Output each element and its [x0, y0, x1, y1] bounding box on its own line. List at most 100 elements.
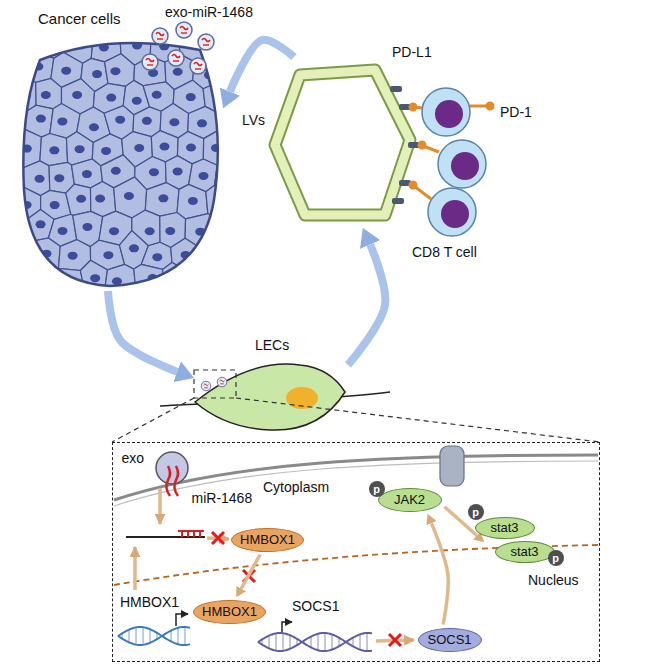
exo-vesicle: [166, 466, 178, 496]
dna-helix: [262, 639, 263, 644]
phospho-badge: p: [468, 504, 484, 520]
lec-cell: [160, 364, 390, 430]
cancer-voronoi: [211, 144, 221, 152]
dna-helix: [118, 627, 190, 645]
dna-helix: [258, 633, 372, 651]
cd8-t-cells: [451, 152, 479, 180]
dna-helix: [360, 634, 361, 649]
dna-helix: [164, 635, 165, 638]
lymphatic-vessel: [275, 70, 410, 215]
node-label: SOCS1: [427, 632, 471, 647]
cancer-voronoi: [11, 45, 21, 53]
node-label: stat3: [490, 520, 518, 535]
cancer-voronoi: [204, 233, 232, 266]
cancer-voronoi: [163, 262, 191, 296]
cancer-voronoi: [36, 279, 46, 287]
pathway-arrows: [158, 488, 162, 524]
dna-helix: [171, 631, 172, 642]
dna-helix: [353, 638, 354, 647]
protein-oval: HMBOX1: [231, 528, 304, 552]
cd8-t-cells: [441, 200, 469, 228]
cancer-voronoi: [10, 266, 56, 296]
dna-helix: [129, 630, 130, 643]
flow-arrow: [230, 40, 294, 92]
mrna: [126, 531, 205, 537]
protein-oval: SOCS1: [418, 628, 482, 652]
flow-arrow: [108, 291, 177, 372]
dna-helix: [178, 628, 179, 644]
cancer-voronoi: [82, 170, 92, 178]
dna-helix: [122, 633, 123, 638]
node-label: stat3: [510, 544, 538, 559]
node-label: exo: [122, 450, 145, 466]
cd8-t-cells: [438, 140, 486, 188]
cd8-t-cells: [435, 100, 463, 128]
cancer-voronoi: [41, 91, 51, 99]
phospho-badge: p: [548, 550, 564, 566]
cancer-voronoi: [225, 65, 235, 73]
cancer-voronoi: [188, 197, 198, 205]
annotation-label: exo-miR-1468: [165, 4, 253, 20]
flow-arrow: [348, 245, 385, 365]
cancer-voronoi: [228, 116, 238, 124]
gene-arrows: [282, 622, 292, 632]
cancer-voronoi: [134, 144, 144, 152]
cancer-voronoi: [40, 134, 68, 166]
mrna: [178, 531, 204, 537]
zoom-lines: [112, 370, 600, 442]
block-marks: [389, 634, 401, 646]
flow-arrow: [241, 555, 260, 589]
dna-helix: [185, 627, 186, 645]
pathway-arrows: [133, 547, 137, 590]
exosome-vesicles: [168, 50, 184, 66]
cancer-voronoi: [169, 118, 179, 126]
zoom-lines: [236, 398, 600, 442]
cancer-voronoi: [42, 38, 52, 46]
cancer-voronoi: [228, 225, 238, 233]
cancer-cells: [10, 30, 238, 296]
cancer-voronoi: [124, 192, 134, 200]
cancer-voronoi: [109, 227, 119, 235]
cancer-voronoi: [198, 172, 208, 180]
protein-oval: stat3p: [495, 541, 555, 563]
cancer-voronoi: [90, 274, 100, 282]
node-label: Cytoplasm: [263, 479, 329, 495]
cancer-voronoi: [72, 91, 82, 99]
cd8-t-cells: [422, 88, 470, 136]
cancer-voronoi: [90, 181, 115, 216]
protein-oval: HMBOX1: [193, 600, 266, 624]
zoom-box: CytoplasmexomiR-1468HMBOX1HMBOX1SOCS1pJA…: [112, 442, 600, 662]
lec-cell: [217, 377, 227, 387]
dna-helix: [367, 633, 368, 651]
cancer-voronoi: [132, 97, 142, 105]
cancer-voronoi: [204, 276, 214, 284]
cancer-voronoi: [225, 276, 235, 284]
cancer-voronoi: [111, 167, 121, 175]
cancer-voronoi: [80, 260, 107, 296]
zoom-lines: [194, 370, 236, 398]
dna-helix: [297, 639, 298, 645]
cancer-voronoi: [14, 246, 24, 254]
exosome-vesicles: [176, 22, 192, 38]
node-label: LECs: [255, 337, 289, 353]
dna-helix: [118, 627, 372, 651]
cancer-voronoi: [68, 252, 78, 260]
lec-cell: [201, 381, 211, 391]
cancer-voronoi: [215, 194, 225, 202]
cancer-voronoi: [49, 146, 59, 154]
cancer-voronoi: [92, 70, 102, 78]
block-marks: [212, 532, 401, 646]
dna-helix: [258, 633, 372, 651]
dna-helix: [325, 633, 326, 651]
lymphatic-vessel: [275, 70, 410, 215]
cancer-voronoi: [105, 54, 135, 86]
cancer-voronoi: [82, 223, 92, 231]
cancer-voronoi: [186, 144, 196, 152]
dna-helix: [150, 629, 151, 643]
cd8-t-cells: [422, 88, 486, 236]
cancer-voronoi: [129, 244, 139, 252]
cancer-voronoi: [165, 227, 175, 235]
